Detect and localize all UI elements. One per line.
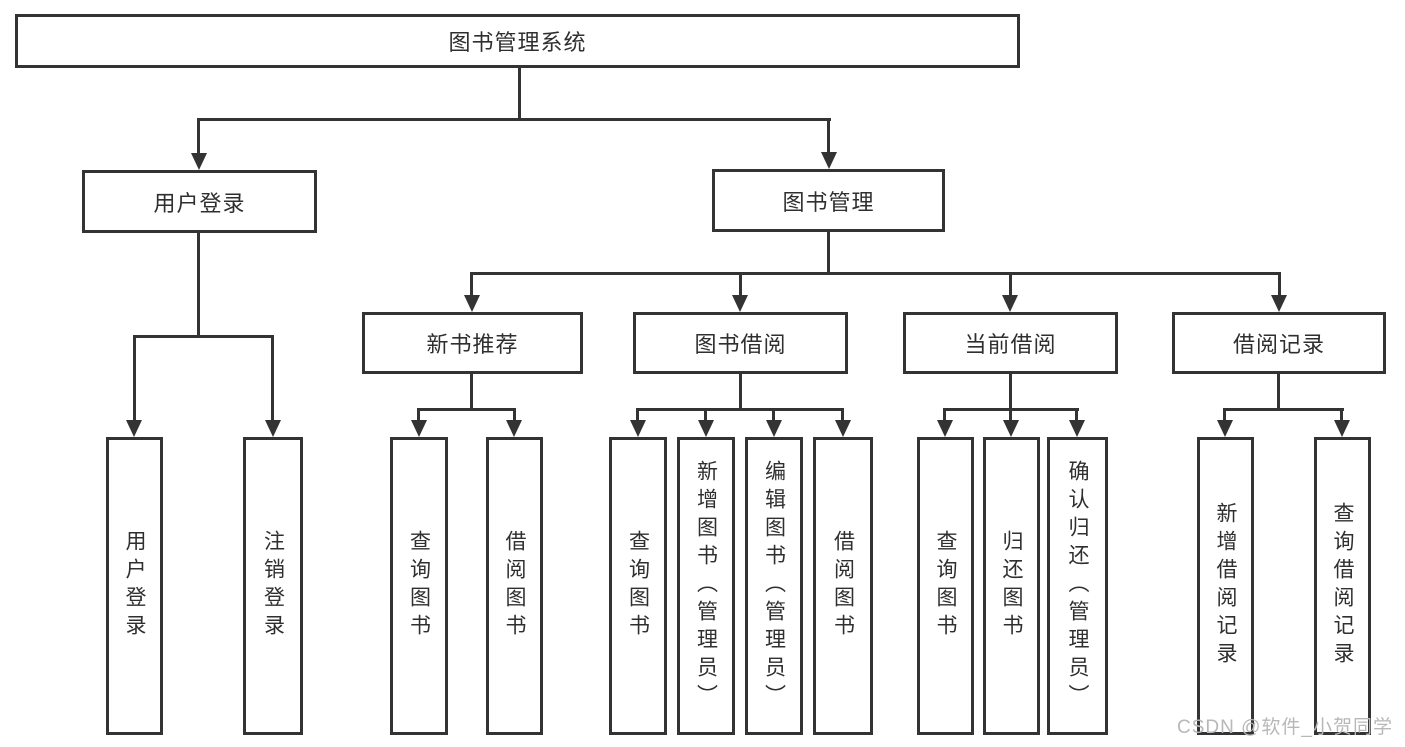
arrowhead	[126, 420, 142, 437]
connector-line	[943, 408, 946, 423]
leaf-label: 新增借阅记录	[1214, 502, 1237, 670]
arrowhead	[835, 420, 851, 437]
node-label: 新书推荐	[426, 332, 519, 357]
node-label: 借阅记录	[1232, 332, 1325, 357]
leaf-borrow-edit-books-admin: 编辑图书（管理员）	[745, 437, 803, 735]
connector-line	[636, 408, 639, 423]
leaf-label: 查询图书	[407, 530, 431, 642]
node-user-login: 用户登录	[82, 170, 317, 233]
leaf-newbook-query-books: 查询图书	[390, 437, 448, 735]
connector-line	[197, 118, 831, 121]
leaf-label: 新增图书（管理员）	[694, 460, 718, 712]
arrowhead	[265, 420, 281, 437]
leaf-record-query: 查询借阅记录	[1314, 437, 1371, 735]
leaf-current-return-books: 归还图书	[983, 437, 1040, 735]
connector-line	[739, 374, 742, 411]
connector-line	[197, 233, 200, 338]
node-new-book-recommend: 新书推荐	[362, 312, 583, 374]
leaf-label: 查询图书	[626, 530, 650, 642]
connector-line	[1075, 408, 1078, 423]
arrowhead	[766, 420, 782, 437]
node-borrow-record: 借阅记录	[1172, 312, 1386, 374]
leaf-label: 借阅图书	[831, 530, 855, 642]
arrowhead	[191, 153, 207, 170]
connector-line	[197, 118, 200, 155]
leaf-label: 注销登录	[261, 530, 285, 642]
connector-line	[637, 408, 844, 411]
connector-line	[1223, 408, 1226, 423]
arrowhead	[506, 420, 522, 437]
connector-line	[772, 408, 775, 423]
connector-line	[1009, 408, 1012, 423]
arrowhead	[1271, 295, 1287, 312]
node-root-label: 图书管理系统	[448, 30, 587, 55]
leaf-current-query-books: 查询图书	[917, 437, 974, 735]
connector-line	[1277, 374, 1280, 411]
leaf-label: 确认归还（管理员）	[1066, 460, 1089, 712]
node-label: 图书借阅	[694, 332, 787, 357]
leaf-record-add: 新增借阅记录	[1197, 437, 1254, 735]
connector-line	[418, 408, 516, 411]
connector-line	[1009, 272, 1012, 297]
connector-line	[271, 335, 274, 422]
node-label: 用户登录	[153, 190, 246, 216]
connector-line	[518, 68, 521, 120]
connector-line	[1224, 408, 1344, 411]
arrowhead	[1334, 420, 1350, 437]
connector-line	[471, 272, 1281, 275]
connector-line	[1340, 408, 1343, 423]
connector-line	[1009, 374, 1012, 411]
connector-line	[470, 272, 473, 297]
node-label: 当前借阅	[964, 332, 1057, 357]
leaf-borrow-add-books-admin: 新增图书（管理员）	[677, 437, 735, 735]
connector-line	[841, 408, 844, 423]
connector-line	[739, 272, 742, 297]
leaf-label: 借阅图书	[503, 530, 526, 642]
arrowhead	[464, 295, 480, 312]
arrowhead	[1217, 420, 1233, 437]
arrowhead	[821, 152, 837, 169]
leaf-label: 编辑图书（管理员）	[762, 460, 786, 712]
connector-line	[133, 335, 136, 422]
arrowhead	[411, 420, 427, 437]
arrowhead	[1003, 420, 1019, 437]
arrowhead	[937, 420, 953, 437]
leaf-label: 查询图书	[934, 530, 957, 642]
arrowhead	[1002, 295, 1018, 312]
node-book-borrow: 图书借阅	[633, 312, 848, 374]
leaf-borrow-query-books: 查询图书	[609, 437, 667, 735]
node-root: 图书管理系统	[15, 14, 1020, 68]
arrowhead	[1069, 420, 1085, 437]
connector-line	[513, 408, 516, 423]
connector-line	[704, 408, 707, 423]
node-label: 图书管理	[782, 189, 875, 215]
leaf-label: 查询借阅记录	[1331, 502, 1354, 670]
leaf-label: 用户登录	[123, 530, 146, 642]
connector-line	[470, 374, 473, 411]
leaf-current-confirm-return-admin: 确认归还（管理员）	[1047, 437, 1108, 735]
leaf-newbook-borrow-books: 借阅图书	[486, 437, 543, 735]
connector-line	[133, 335, 274, 338]
connector-line	[1278, 272, 1281, 297]
node-book-management: 图书管理	[712, 169, 945, 232]
arrowhead	[630, 420, 646, 437]
connector-line	[417, 408, 420, 423]
leaf-borrow-borrow-books: 借阅图书	[813, 437, 873, 735]
watermark: CSDN @软件_小贺同学	[1177, 717, 1393, 738]
leaf-logout: 注销登录	[243, 437, 303, 735]
arrowhead	[732, 295, 748, 312]
arrowhead	[698, 420, 714, 437]
connector-line	[827, 118, 830, 154]
leaf-label: 归还图书	[1000, 530, 1023, 642]
connector-line	[827, 232, 830, 275]
leaf-user-login: 用户登录	[106, 437, 163, 735]
node-current-borrow: 当前借阅	[903, 312, 1118, 374]
